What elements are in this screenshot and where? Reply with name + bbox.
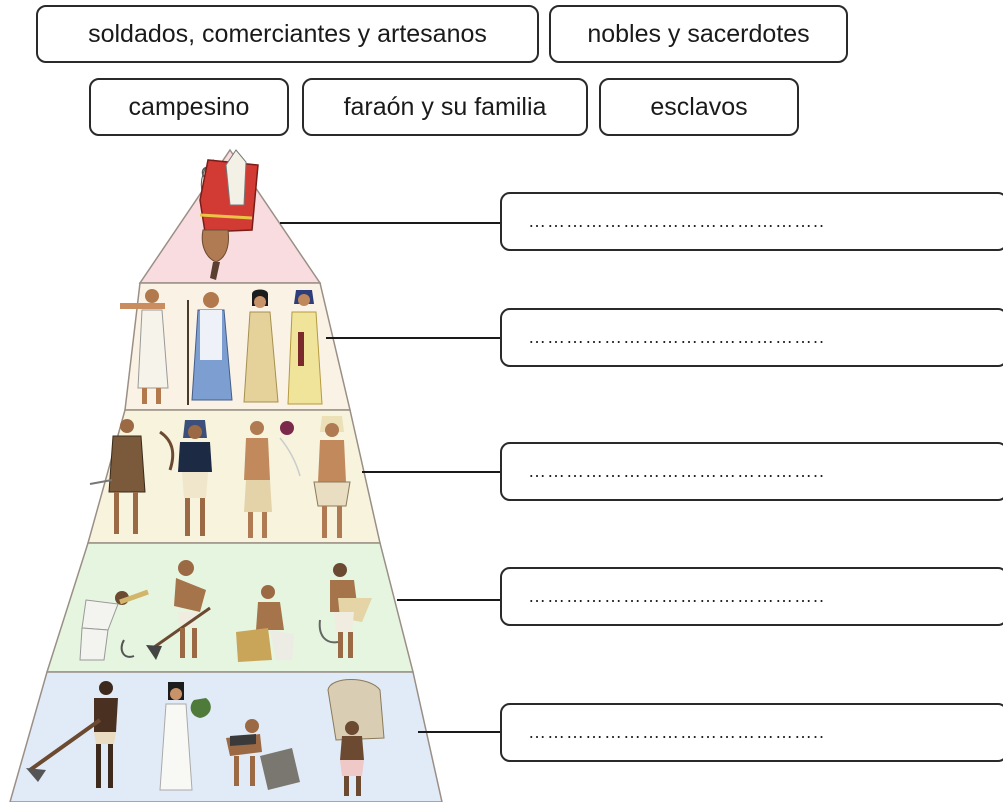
answer-placeholder: ……………………………………….. xyxy=(528,461,826,481)
answer-box-level-4[interactable]: ……………………………………….. xyxy=(500,567,1003,626)
answer-placeholder: ……………………………………….. xyxy=(528,586,826,606)
answer-box-level-2[interactable]: ……………………………………….. xyxy=(500,308,1003,367)
soldiers-figures xyxy=(89,416,351,538)
word-card-label: soldados, comerciantes y artesanos xyxy=(88,19,487,48)
word-card-faraon[interactable]: faraón y su familia xyxy=(302,78,588,136)
slaves-figures xyxy=(26,679,385,796)
connector-line xyxy=(362,471,500,473)
connector-line xyxy=(397,599,500,601)
connector-line xyxy=(280,222,500,224)
word-card-nobles[interactable]: nobles y sacerdotes xyxy=(549,5,848,63)
answer-placeholder: ……………………………………….. xyxy=(528,722,826,742)
connector-line xyxy=(326,337,500,339)
word-card-label: nobles y sacerdotes xyxy=(587,19,810,48)
answer-box-level-3[interactable]: ……………………………………….. xyxy=(500,442,1003,501)
nobles-figures xyxy=(120,289,323,405)
word-card-soldados[interactable]: soldados, comerciantes y artesanos xyxy=(36,5,539,63)
word-card-label: faraón y su familia xyxy=(343,92,547,121)
answer-box-level-5[interactable]: ……………………………………….. xyxy=(500,703,1003,762)
word-card-campesino[interactable]: campesino xyxy=(89,78,289,136)
answer-box-level-1[interactable]: ……………………………………….. xyxy=(500,192,1003,251)
answer-placeholder: ……………………………………….. xyxy=(528,327,826,347)
word-card-label: campesino xyxy=(128,92,250,121)
peasants-figures xyxy=(79,560,372,662)
answer-placeholder: ……………………………………….. xyxy=(528,211,826,231)
social-pyramid xyxy=(9,148,443,802)
word-card-esclavos[interactable]: esclavos xyxy=(599,78,799,136)
word-card-label: esclavos xyxy=(650,92,748,121)
connector-line xyxy=(418,731,500,733)
pharaoh-illustration xyxy=(199,149,259,280)
